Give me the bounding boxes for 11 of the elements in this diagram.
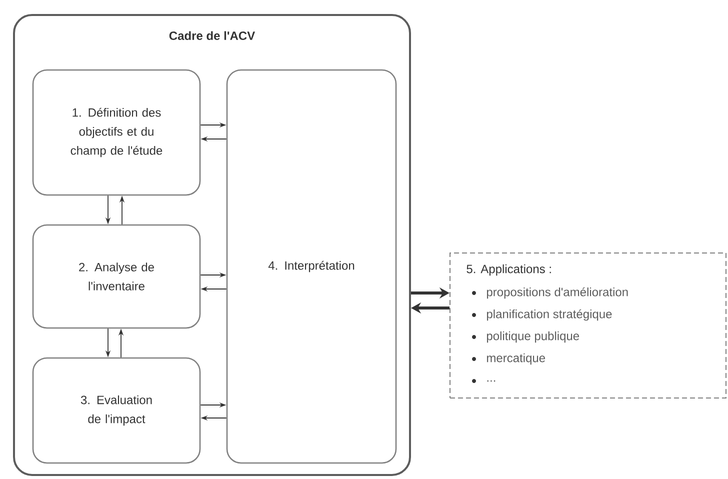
- list-item: politique publique: [486, 331, 580, 343]
- box-label: 1. Définition des objectifs et du champ de l'étude: [70, 108, 162, 158]
- box-label: 4. Interprétation: [268, 260, 354, 272]
- box-label: 3. Evaluation de l'impact: [80, 395, 152, 426]
- box-label: 2. Analyse de l'inventaire: [79, 262, 154, 290]
- list-item: planification stratégique: [486, 309, 612, 321]
- list-item: mercatique: [487, 353, 545, 365]
- list-item: ...: [487, 380, 496, 382]
- box-heading: 5. Applications :: [466, 264, 551, 276]
- list-item: propositions d'amélioration: [486, 287, 628, 299]
- frame-heading: Cadre de l'ACV: [169, 31, 256, 40]
